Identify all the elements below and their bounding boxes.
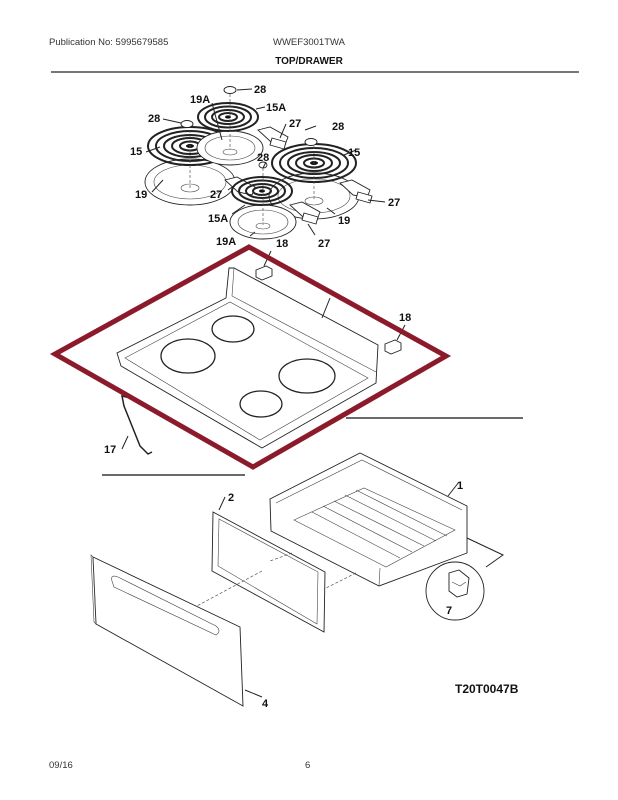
trim-ring-28 <box>180 120 194 128</box>
callout-27: 27 <box>289 118 301 130</box>
callout-17: 17 <box>104 444 116 456</box>
callout-7: 7 <box>446 605 452 617</box>
callout-1: 1 <box>457 480 463 492</box>
callout-18: 18 <box>276 238 288 250</box>
page-number: 6 <box>305 760 311 771</box>
callout-27: 27 <box>210 189 222 201</box>
callout-15A: 15A <box>266 102 286 114</box>
callout-19: 19 <box>135 189 147 201</box>
callout-28: 28 <box>254 84 266 96</box>
drawer-liner-2 <box>211 496 326 633</box>
bracket-18 <box>384 339 402 355</box>
callout-27: 27 <box>318 238 330 250</box>
callout-15: 15 <box>348 147 360 159</box>
callout-15A: 15A <box>208 213 228 225</box>
main-top-panel <box>116 267 379 449</box>
callout-4: 4 <box>262 698 269 710</box>
bottom-element-assembly <box>229 161 321 240</box>
element-leaders <box>145 88 386 237</box>
model-number: WWEF3001TWA <box>273 37 345 48</box>
drawer-front-4 <box>90 554 263 707</box>
clip-detail-7 <box>425 537 504 621</box>
publication-number: Publication No: 5995679585 <box>49 37 169 48</box>
callout-18: 18 <box>399 312 411 324</box>
callout-28: 28 <box>148 113 160 125</box>
highlight-box <box>49 244 452 470</box>
bracket-18 <box>255 265 273 281</box>
right-element-assembly <box>224 138 373 220</box>
burner-opening <box>211 315 255 343</box>
burner-opening <box>160 338 216 374</box>
section-title: TOP/DRAWER <box>275 56 343 67</box>
callout-28: 28 <box>332 121 344 133</box>
callout-19A: 19A <box>190 94 210 106</box>
burner-opening <box>239 390 283 418</box>
surface-element-15A-top <box>197 102 259 132</box>
footer-date: 09/16 <box>49 760 73 771</box>
rod-17 <box>121 394 153 455</box>
callout-2: 2 <box>228 492 234 504</box>
callout-15: 15 <box>130 146 142 158</box>
callout-19: 19 <box>338 215 350 227</box>
figure-id: T20T0047B <box>455 682 519 696</box>
surface-element-15A-bottom <box>231 176 293 206</box>
callout-27: 27 <box>388 197 400 209</box>
callout-28: 28 <box>257 152 269 164</box>
main-top-assembly <box>102 250 523 476</box>
drawer-body-1 <box>269 452 468 587</box>
top-element-assembly <box>196 86 289 166</box>
header-divider <box>51 71 579 73</box>
callout-19A: 19A <box>216 236 236 248</box>
burner-opening <box>278 358 336 394</box>
